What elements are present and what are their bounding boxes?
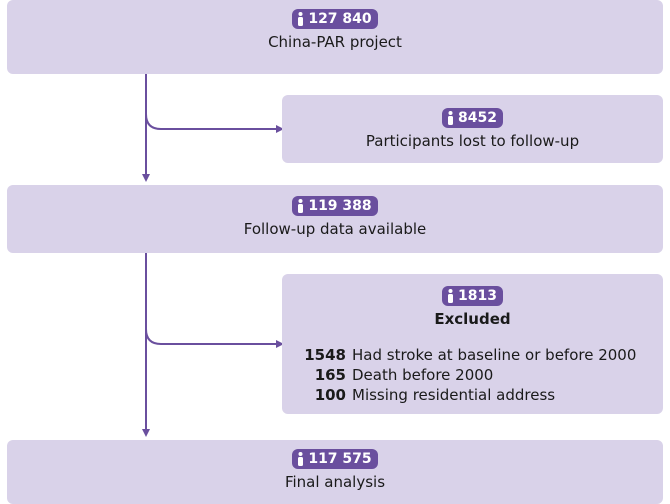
person-icon xyxy=(298,452,304,466)
count-value: 117 575 xyxy=(308,451,372,467)
exclusion-count: 100 xyxy=(314,386,346,404)
box-label: Follow-up data available xyxy=(243,220,427,238)
exclusion-reason: Death before 2000 xyxy=(352,366,494,384)
exclusion-count: 1548 xyxy=(304,346,346,364)
box-label: Excluded xyxy=(434,310,511,328)
exclusion-list: 1548 Had stroke at baseline or before 200… xyxy=(292,345,636,405)
person-icon xyxy=(448,111,454,125)
exclusion-reason: Missing residential address xyxy=(352,386,556,404)
box-label: China-PAR project xyxy=(268,33,402,51)
list-item: 100 Missing residential address xyxy=(292,385,636,405)
box-china-par-project: 127 840 China-PAR project xyxy=(7,0,663,74)
person-icon xyxy=(298,12,304,26)
person-icon xyxy=(298,199,304,213)
count-value: 127 840 xyxy=(308,11,372,27)
exclusion-count: 165 xyxy=(314,366,346,384)
list-item: 1548 Had stroke at baseline or before 200… xyxy=(292,345,636,365)
box-follow-up-available: 119 388 Follow-up data available xyxy=(7,185,663,253)
box-excluded: 1813 Excluded 1548 Had stroke at baseline… xyxy=(282,274,663,414)
count-badge: 127 840 xyxy=(292,9,378,29)
count-badge: 8452 xyxy=(442,108,503,128)
exclusion-reason: Had stroke at baseline or before 2000 xyxy=(352,346,637,364)
box-lost-to-follow-up: 8452 Participants lost to follow-up xyxy=(282,95,663,163)
person-icon xyxy=(448,289,454,303)
count-value: 1813 xyxy=(458,288,497,304)
count-badge: 1813 xyxy=(442,286,503,306)
list-item: 165 Death before 2000 xyxy=(292,365,636,385)
box-label: Final analysis xyxy=(284,473,386,491)
count-badge: 117 575 xyxy=(292,449,378,469)
box-label: Participants lost to follow-up xyxy=(365,132,580,150)
box-final-analysis: 117 575 Final analysis xyxy=(7,440,663,504)
count-badge: 119 388 xyxy=(292,196,378,216)
count-value: 8452 xyxy=(458,110,497,126)
count-value: 119 388 xyxy=(308,198,372,214)
